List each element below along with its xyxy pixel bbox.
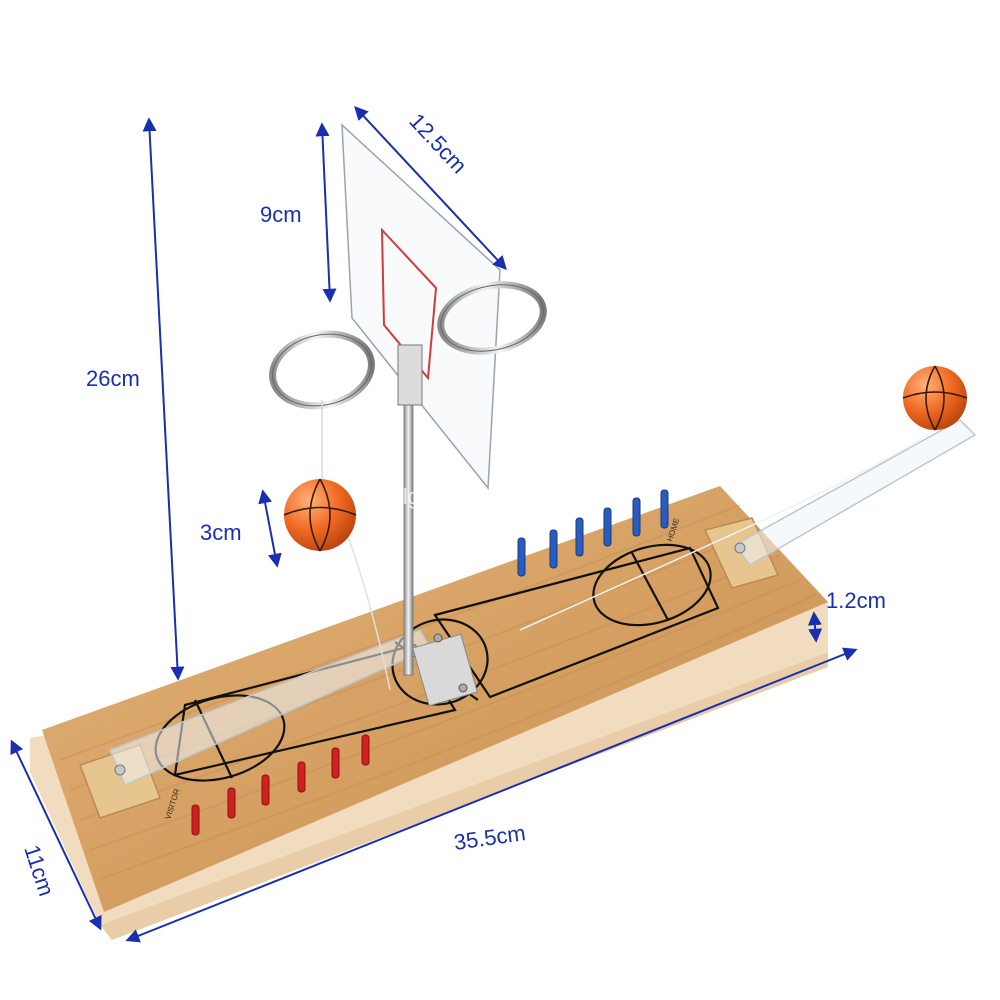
red-peg	[191, 804, 200, 836]
backboard	[341, 123, 501, 491]
board-thickness-label: 1.2cm	[826, 588, 886, 613]
width-arrow	[10, 739, 102, 931]
right-circle	[592, 543, 712, 627]
board-width-label: 11cm	[19, 842, 59, 899]
pole	[403, 374, 414, 676]
length-arrow	[125, 647, 858, 943]
launcher-ball	[902, 365, 968, 431]
hoop-clamp	[397, 344, 423, 406]
dimension-lines	[10, 105, 858, 943]
red-peg	[331, 747, 340, 779]
backboard-height-arrow	[315, 122, 337, 303]
total-height-label: 26cm	[86, 366, 140, 391]
red-peg	[227, 787, 236, 819]
backboard-width-arrow	[354, 105, 507, 271]
blue-peg	[603, 507, 612, 547]
right-screw-icon	[734, 542, 746, 554]
backboard-width-label: 12.5cm	[404, 108, 471, 178]
right-lever	[733, 419, 977, 566]
red-peg	[361, 734, 370, 766]
hanging-ball	[283, 478, 357, 552]
bracket-screw-icon	[433, 633, 443, 643]
basketball-icon	[903, 366, 967, 430]
red-peg	[297, 761, 306, 793]
wooden-board	[30, 486, 828, 940]
blue-pegs	[517, 489, 669, 577]
red-peg	[261, 774, 270, 806]
blue-peg	[575, 517, 584, 557]
blue-peg	[660, 489, 669, 529]
basketball-icon	[284, 479, 356, 551]
blue-peg	[632, 497, 641, 537]
thickness-arrow	[807, 611, 823, 643]
ball-diameter-label: 3cm	[200, 520, 242, 545]
backboard-height-label: 9cm	[260, 202, 302, 227]
blue-peg	[517, 537, 526, 577]
right-circle-line	[631, 552, 669, 621]
board-length-label: 35.5cm	[452, 820, 527, 855]
right-launcher	[703, 419, 977, 589]
blue-peg	[549, 529, 558, 569]
ball-diameter-arrow	[258, 489, 282, 568]
watermark: royalgames.com	[360, 484, 521, 509]
bracket-screw-icon	[458, 683, 468, 693]
left-screw-icon	[114, 764, 126, 776]
height-dimension-arrow	[142, 117, 185, 681]
